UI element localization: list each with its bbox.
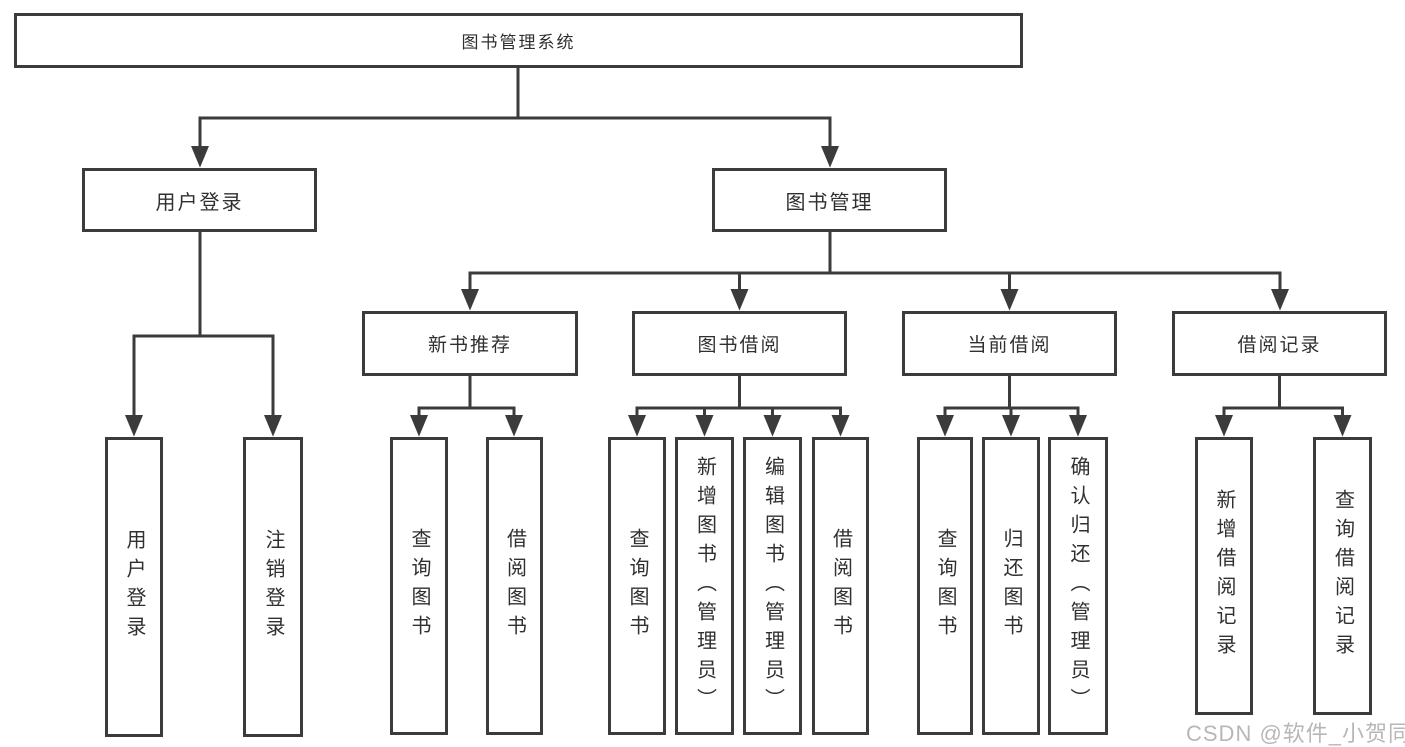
node-label: 查询图书 bbox=[408, 528, 430, 644]
node-label: 新增借阅记录 bbox=[1213, 489, 1235, 663]
csdn-watermark: CSDN @软件_小贺同学 bbox=[1186, 721, 1405, 746]
node-user-login-action: 用户登录 bbox=[105, 437, 163, 737]
node-book-borrow: 图书借阅 bbox=[632, 311, 847, 376]
node-book-mgmt: 图书管理 bbox=[712, 168, 947, 232]
node-user-login: 用户登录 bbox=[82, 168, 317, 232]
node-new-book-recommend: 新书推荐 bbox=[362, 311, 578, 376]
node-label: 新增图书（管理员） bbox=[693, 455, 716, 717]
node-query-borrow-record: 查询借阅记录 bbox=[1313, 437, 1372, 715]
trunk-new-book bbox=[417, 376, 516, 410]
node-confirm-return-admin: 确认归还（管理员） bbox=[1048, 437, 1108, 735]
node-borrow-books: 借阅图书 bbox=[812, 437, 869, 735]
node-label: 借阅图书 bbox=[503, 528, 526, 644]
trunk-user-login bbox=[132, 232, 275, 338]
node-borrow-records: 借阅记录 bbox=[1172, 311, 1387, 376]
trunk-book-mgmt bbox=[468, 232, 1282, 275]
node-library-system: 图书管理系统 bbox=[14, 13, 1023, 68]
node-label: 确认归还（管理员） bbox=[1067, 455, 1089, 717]
trunk-root bbox=[198, 68, 832, 120]
node-label: 归还图书 bbox=[1000, 528, 1022, 644]
node-label: 查询图书 bbox=[934, 528, 956, 644]
connector-lines bbox=[125, 68, 1352, 437]
node-label: 注销登录 bbox=[262, 529, 284, 645]
node-add-borrow-record: 新增借阅记录 bbox=[1195, 437, 1253, 715]
node-return-books: 归还图书 bbox=[982, 437, 1040, 735]
node-edit-books-admin: 编辑图书（管理员） bbox=[743, 437, 802, 735]
node-query-books-current: 查询图书 bbox=[917, 437, 973, 735]
node-current-borrow: 当前借阅 bbox=[902, 311, 1117, 376]
node-label: 用户登录 bbox=[123, 529, 145, 645]
node-logout: 注销登录 bbox=[243, 437, 303, 737]
node-label: 查询借阅记录 bbox=[1331, 489, 1354, 663]
node-label: 查询图书 bbox=[626, 528, 648, 644]
trunk-current-borrow bbox=[943, 376, 1080, 410]
trunk-book-borrow bbox=[635, 376, 842, 410]
node-label: 借阅图书 bbox=[829, 528, 852, 644]
node-query-books-borrow: 查询图书 bbox=[608, 437, 666, 735]
node-label: 编辑图书（管理员） bbox=[761, 455, 784, 717]
node-borrow-books-recommend: 借阅图书 bbox=[486, 437, 543, 735]
trunk-borrow-records bbox=[1222, 376, 1344, 410]
node-query-books-recommend: 查询图书 bbox=[390, 437, 448, 735]
node-add-books-admin: 新增图书（管理员） bbox=[675, 437, 734, 735]
